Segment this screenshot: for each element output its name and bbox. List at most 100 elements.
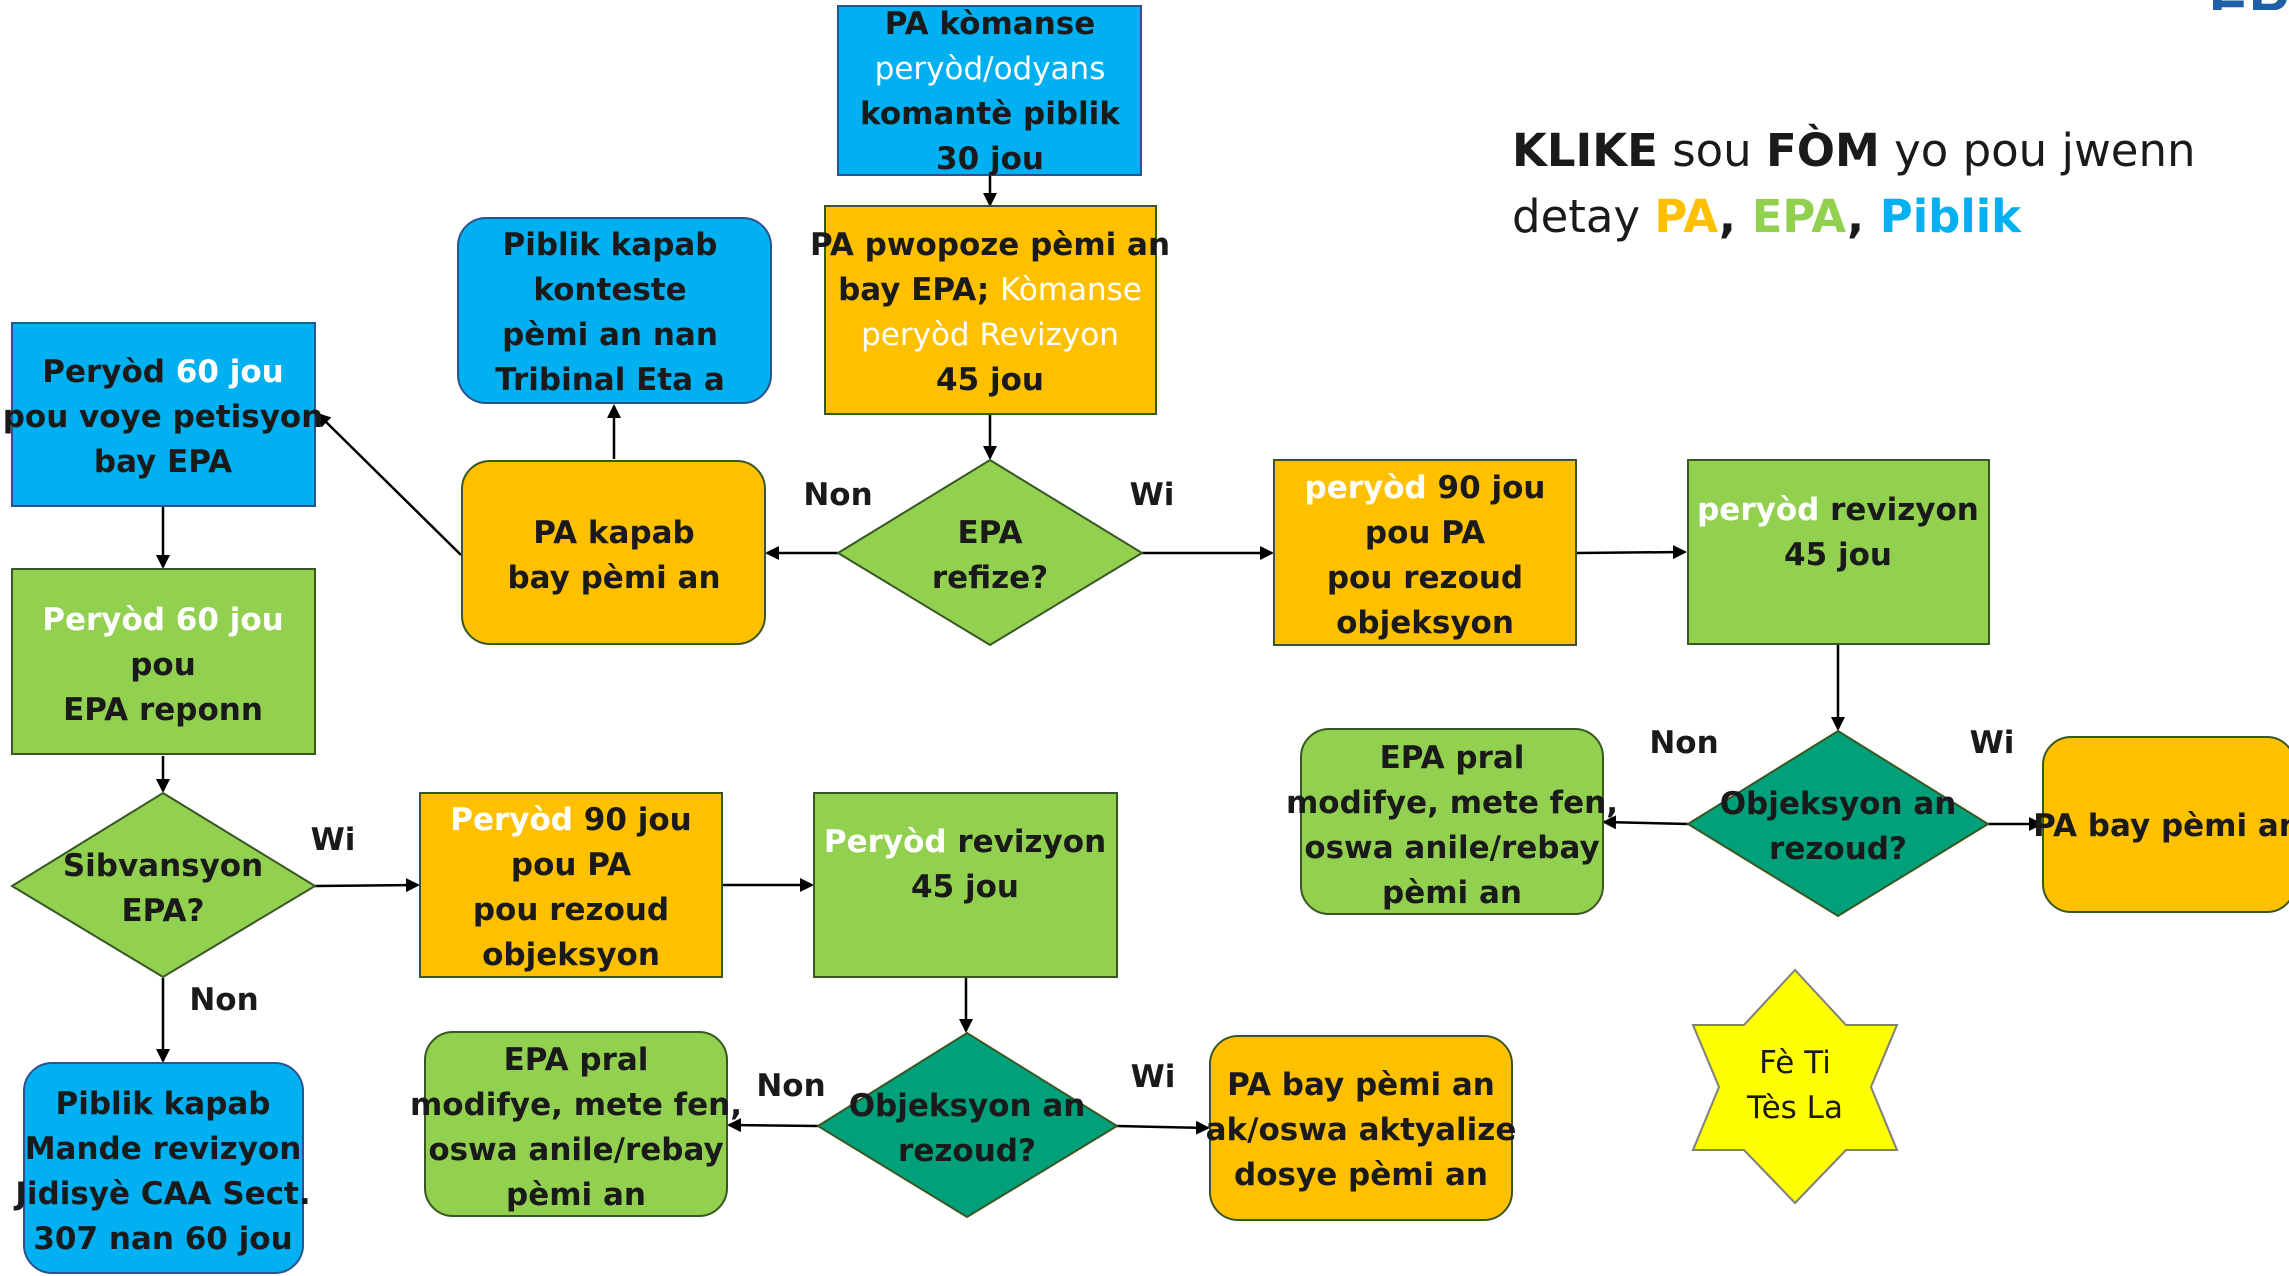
svg-text:pou rezoud: pou rezoud [473,892,669,928]
legend-public: Piblik [1879,190,2022,243]
node-epa-review-right[interactable]: peryòd revizyon 45 jou [1687,459,1990,645]
label-refuse-yes: Wi [1130,477,1175,513]
svg-text:EPA reponn: EPA reponn [63,692,263,728]
svg-text:rezoud?: rezoud? [898,1133,1036,1169]
svg-text:pou PA: pou PA [1365,515,1485,551]
svg-text:modifye, mete fen,: modifye, mete fen, [410,1087,742,1123]
svg-text:bay EPA; Kòmanse: bay EPA; Kòmanse [838,272,1142,308]
svg-text:Fè Ti: Fè Ti [1759,1045,1831,1081]
label-grant-yes: Wi [311,822,356,858]
edge-grant-yes [314,878,420,893]
node-epa-review-bottom[interactable]: Peryòd revizyon 45 jou [813,792,1118,978]
svg-text:PA kapab: PA kapab [533,515,695,551]
decision-epa-refuse[interactable]: EPA refize? [836,458,1144,647]
node-pa-issue-update[interactable]: PA bay pèmi an ak/oswa aktyalize dosye p… [1206,1035,1517,1221]
label-objection-right-no: Non [1649,725,1718,761]
node-epa-respond-period[interactable]: Peryòd 60 jou pou EPA reponn [11,568,316,755]
svg-text:objeksyon: objeksyon [482,937,660,973]
label-objection-right-yes: Wi [1970,725,2015,761]
star-icon [1691,968,1899,1205]
svg-text:modifye, mete fen,: modifye, mete fen, [1286,785,1618,821]
svg-text:Objeksyon an: Objeksyon an [1720,786,1957,822]
node-petition-period[interactable]: Peryòd 60 jou pou voye petisyon bay EPA [3,322,324,507]
svg-text:pou PA: pou PA [511,847,631,883]
edge-objection-right-no [1602,815,1689,830]
node-pa-can-issue[interactable]: PA kapab bay pèmi an [461,460,766,645]
node-pa-issue-right[interactable]: PA bay pèmi an [2033,736,2289,913]
svg-text:pèmi an: pèmi an [506,1177,646,1213]
svg-text:45 jou: 45 jou [1784,537,1892,573]
svg-text:peryòd Revizyon: peryòd Revizyon [861,317,1119,353]
svg-text:Peryòd 60 jou: Peryòd 60 jou [42,602,283,638]
svg-text:pou: pou [130,647,196,683]
svg-text:Tribinal Eta a: Tribinal Eta a [495,362,725,398]
connectors [156,175,2043,1135]
svg-text:oswa anile/rebay: oswa anile/rebay [1304,830,1599,866]
node-pa-90-day-bottom[interactable]: Peryòd 90 jou pou PA pou rezoud objeksyo… [419,792,723,978]
svg-text:bay pèmi an: bay pèmi an [507,560,720,596]
svg-text:PA bay pèmi an: PA bay pèmi an [2033,808,2289,844]
svg-text:30 jou: 30 jou [936,141,1044,177]
svg-text:objeksyon: objeksyon [1336,605,1514,641]
svg-text:pou voye petisyon: pou voye petisyon [3,399,324,435]
decision-epa-grant[interactable]: Sibvansyon EPA? [10,791,317,979]
epa-logo: EPA [2209,0,2289,10]
svg-text:Peryòd revizyon: Peryòd revizyon [824,824,1106,860]
edge-objection-bottom-yes [1116,1120,1210,1135]
svg-text:Piblik kapab: Piblik kapab [55,1086,270,1122]
legend-line-2: detay PA, EPA, Piblik [1512,190,2022,243]
decision-objection-right[interactable]: Objeksyon an rezoud? [1686,729,1990,918]
node-epa-modify-right[interactable]: EPA pral modifye, mete fen, oswa anile/r… [1286,728,1618,915]
svg-text:Objeksyon an: Objeksyon an [849,1088,1086,1124]
node-epa-modify-bottom[interactable]: EPA pral modifye, mete fen, oswa anile/r… [410,1031,742,1217]
label-objection-bottom-yes: Wi [1131,1059,1176,1095]
svg-text:peryòd 90 jou: peryòd 90 jou [1305,470,1546,506]
svg-text:pèmi an nan: pèmi an nan [502,317,718,353]
label-grant-no: Non [189,982,258,1018]
svg-text:Sibvansyon: Sibvansyon [63,848,263,884]
edge-90-to-review-right [1576,545,1687,560]
svg-text:dosye pèmi an: dosye pèmi an [1234,1157,1488,1193]
legend-line-1: KLIKE sou FÒM yo pou jwenn [1512,124,2196,177]
node-pa-start-comment[interactable]: PA kòmanse peryòd/odyans komantè piblik … [837,5,1142,177]
svg-text:oswa anile/rebay: oswa anile/rebay [428,1132,723,1168]
svg-text:Peryòd 90 jou: Peryòd 90 jou [450,802,691,838]
svg-text:EPA?: EPA? [121,893,204,929]
svg-text:konteste: konteste [533,272,686,308]
svg-text:komantè piblik: komantè piblik [860,96,1121,132]
svg-text:307 nan 60 jou: 307 nan 60 jou [33,1221,292,1257]
svg-text:EPA: EPA [957,515,1022,551]
edge-objection-bottom-no [727,1118,819,1133]
svg-text:PA bay pèmi an: PA bay pèmi an [1227,1067,1495,1103]
svg-text:rezoud?: rezoud? [1769,831,1907,867]
svg-text:peryòd revizyon: peryòd revizyon [1697,492,1979,528]
legend: KLIKE sou FÒM yo pou jwenn detay PA, EPA… [1512,118,2196,250]
edge-issue-to-petition [316,412,462,556]
node-public-contest[interactable]: Piblik kapab konteste pèmi an nan Tribin… [457,217,772,404]
node-pa-propose-permit[interactable]: PA pwopoze pèmi an bay EPA; Kòmanse pery… [810,205,1170,415]
svg-text:peryòd/odyans: peryòd/odyans [875,51,1106,87]
svg-text:45 jou: 45 jou [911,869,1019,905]
svg-text:Jidisyè CAA Sect.: Jidisyè CAA Sect. [13,1176,310,1212]
svg-text:45 jou: 45 jou [936,362,1044,398]
svg-text:PA kòmanse: PA kòmanse [885,6,1096,42]
star-quiz-button[interactable]: Fè Ti Tès La [1691,968,1899,1205]
svg-text:pèmi an: pèmi an [1382,875,1522,911]
svg-text:EPA pral: EPA pral [1380,740,1525,776]
svg-text:Mande revizyon: Mande revizyon [25,1131,302,1167]
svg-text:pou rezoud: pou rezoud [1327,560,1523,596]
legend-epa: EPA [1751,190,1847,243]
svg-text:refize?: refize? [932,560,1048,596]
svg-text:EPA pral: EPA pral [504,1042,649,1078]
label-refuse-no: Non [803,477,872,513]
svg-text:Peryòd 60 jou: Peryòd 60 jou [42,354,283,390]
decision-objection-bottom[interactable]: Objeksyon an rezoud? [816,1031,1119,1219]
svg-text:Tès La: Tès La [1746,1090,1843,1126]
svg-text:ak/oswa aktyalize: ak/oswa aktyalize [1206,1112,1517,1148]
svg-text:PA pwopoze pèmi an: PA pwopoze pèmi an [810,227,1170,263]
node-judicial-review[interactable]: Piblik kapab Mande revizyon Jidisyè CAA … [13,1062,311,1274]
node-pa-90-day-right[interactable]: peryòd 90 jou pou PA pou rezoud objeksyo… [1273,459,1577,646]
legend-pa: PA [1654,190,1719,243]
svg-text:bay EPA: bay EPA [94,444,232,480]
